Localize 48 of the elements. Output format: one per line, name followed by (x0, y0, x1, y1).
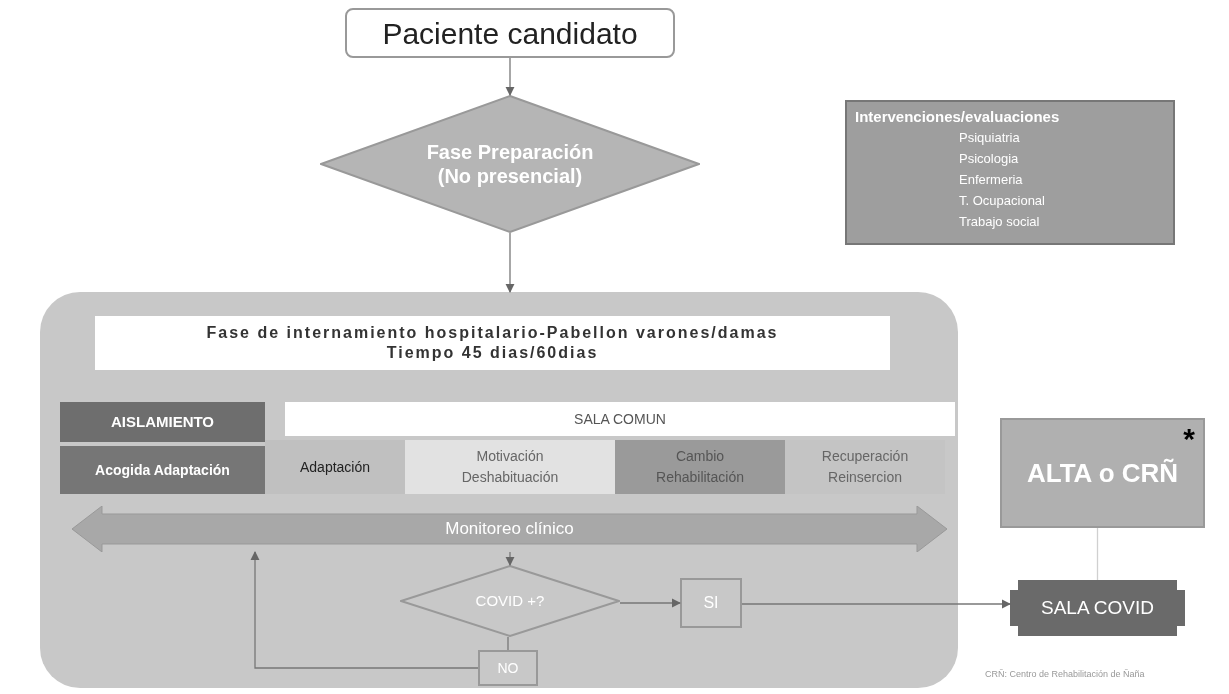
stage-block (265, 440, 405, 494)
process-box (680, 578, 742, 628)
node-text: Motivación Deshabituación (460, 447, 560, 487)
footnote-text: CRÑ: Centro de Rehabilitación de Ñaña (985, 668, 1145, 681)
arrow (505, 57, 515, 96)
process-box (1010, 580, 1185, 636)
phase-panel (40, 292, 958, 688)
node-text: Tiempo 45 dias/60dias (386, 343, 599, 363)
node-text: AISLAMIENTO (110, 411, 215, 432)
process-box (478, 650, 538, 686)
stage-block (785, 440, 945, 494)
stage-block (615, 440, 785, 494)
node-text: Psicologia (959, 150, 1019, 168)
node-text: Fase Preparación (No presencial) (425, 140, 595, 188)
stage-block (405, 440, 615, 494)
header-box (95, 316, 890, 370)
node-text: Paciente candidato (382, 15, 638, 52)
header-box (285, 402, 955, 436)
node-text: SALA COVID (1041, 595, 1154, 620)
arrow (741, 599, 1011, 609)
node-text: Fase de internamiento hospitalario-Pabellon varones/damas (206, 323, 779, 343)
phase-box (60, 402, 265, 442)
node-text: Adaptación (299, 457, 371, 477)
node-text: Psiquiatria (959, 129, 1020, 147)
node-text: Enfermeria (959, 171, 1023, 189)
node-text: Intervenciones/evaluaciones (855, 107, 1060, 127)
node-text: Trabajo social (959, 213, 1040, 231)
node-text: T. Ocupacional (959, 192, 1045, 210)
arrow (619, 598, 681, 608)
node-text: SALA COMUN (574, 409, 666, 429)
node-text: Monitoreo clínico (445, 518, 574, 541)
connector-line (507, 636, 509, 651)
double-arrow-band (72, 506, 947, 552)
info-box (845, 100, 1175, 245)
footnote-mark: * (1183, 424, 1195, 454)
node-text: Recuperación Reinsercion (820, 447, 910, 487)
outcome-box (1000, 418, 1205, 528)
decision-diamond (400, 565, 620, 637)
arrow (250, 551, 479, 669)
start-box (345, 8, 675, 58)
phase-box (60, 446, 265, 494)
node-text: Acogida Adaptación (95, 460, 230, 480)
node-text: ALTA o CRÑ (1026, 456, 1179, 490)
arrow (505, 551, 515, 566)
node-text: Cambio Rehabilitación (655, 447, 745, 487)
decision-diamond (320, 95, 700, 233)
connector-line (1096, 527, 1099, 581)
arrow (505, 232, 515, 293)
